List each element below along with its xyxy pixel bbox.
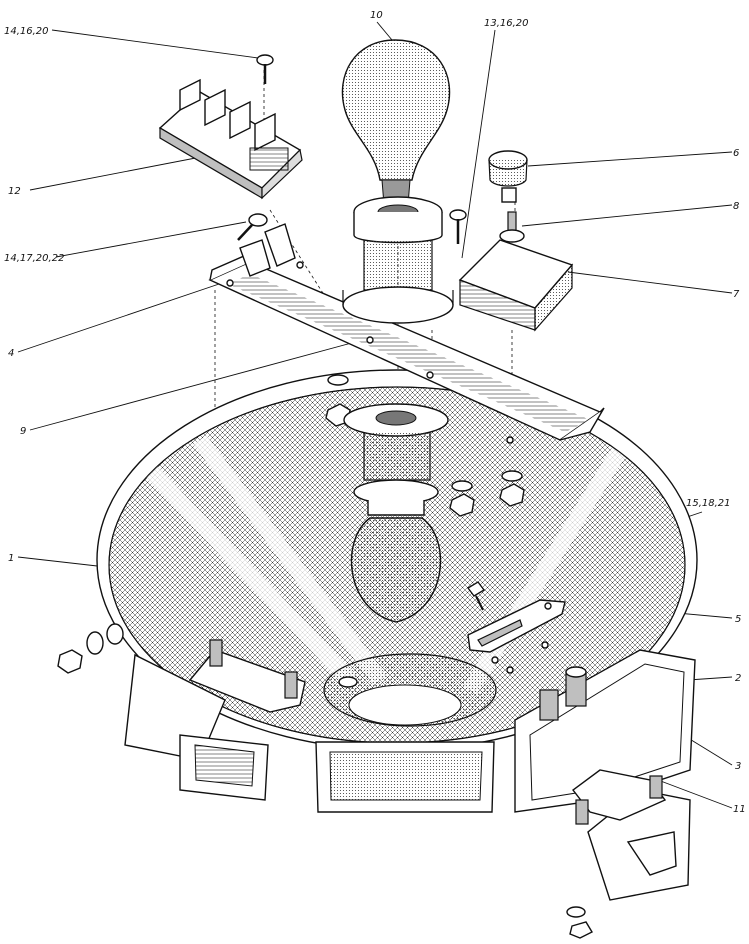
- callout-12: 12: [8, 186, 21, 197]
- mounting-strip: [208, 223, 605, 444]
- terminal-block: [158, 54, 303, 200]
- callout-4: 4: [8, 348, 14, 359]
- callout-14-17-20-22: 14,17,20,22: [4, 253, 64, 264]
- upper-lamp-socket: [342, 196, 454, 324]
- switch-box: [458, 239, 574, 332]
- callout-5: 5: [735, 614, 741, 625]
- callout-13-16-20: 13,16,20: [484, 18, 529, 29]
- mounting-bolts: [539, 666, 667, 939]
- strip-screw: [237, 213, 268, 241]
- callout-10: 10: [370, 10, 383, 21]
- callout-6: 6: [733, 148, 739, 159]
- slotted-plate: [466, 581, 566, 674]
- callout-2: 2: [735, 673, 741, 684]
- upper-lamp-bulb: [341, 39, 451, 206]
- lower-housing: [124, 649, 696, 901]
- callout-3: 3: [735, 761, 741, 772]
- left-fasteners: [57, 623, 306, 713]
- socket-screw: [449, 209, 467, 244]
- lower-lamp-bulb: [350, 517, 442, 623]
- callout-15-18-21: 15,18,21: [686, 498, 731, 509]
- callout-7: 7: [733, 289, 740, 300]
- callout-8: 8: [733, 201, 739, 212]
- lower-lamp-socket: [343, 403, 449, 516]
- switch-shaft: [499, 211, 525, 243]
- callout-1: 1: [8, 553, 14, 564]
- callout-9: 9: [20, 426, 26, 437]
- callout-labels: 14,16,20 10 13,16,20 6 8 7 12 14,17,20,2…: [4, 10, 746, 815]
- callout-14-16-20: 14,16,20: [4, 26, 49, 37]
- switch-knob: [488, 150, 528, 203]
- callout-11: 11: [733, 804, 746, 815]
